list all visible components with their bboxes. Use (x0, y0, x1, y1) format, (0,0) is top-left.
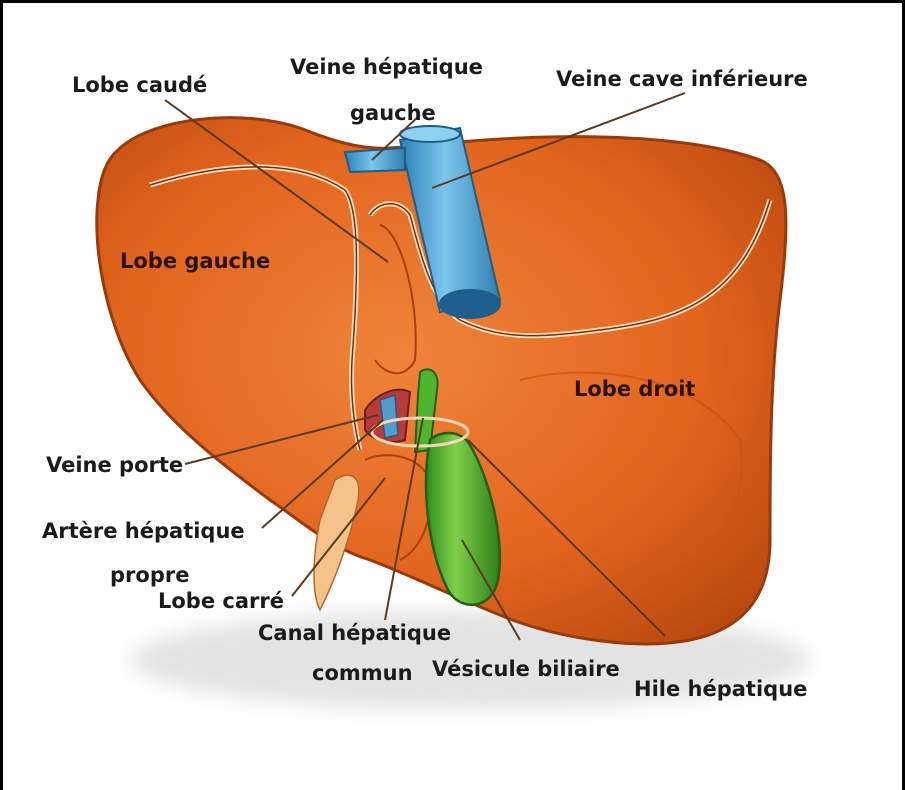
label-veine-porte: Veine porte (46, 452, 183, 478)
label-canal-line2: commun (312, 660, 413, 686)
ivc-opening (440, 290, 500, 318)
label-lobe-carre: Lobe carré (158, 588, 284, 614)
label-artere-line1: Artère hépatique (42, 518, 245, 544)
left-hepatic-vein (345, 148, 405, 172)
label-hile: Hile hépatique (634, 676, 807, 702)
label-veine-hepatique-gauche-line1: Veine hépatique (290, 54, 483, 80)
label-veine-hepatique-gauche-line2: gauche (350, 100, 436, 126)
label-artere-line2: propre (110, 562, 189, 588)
label-lobe-caude: Lobe caudé (72, 72, 207, 98)
label-vesicule: Vésicule biliaire (432, 656, 620, 682)
label-veine-cave: Veine cave inférieure (556, 66, 808, 92)
label-lobe-droit: Lobe droit (574, 376, 695, 402)
label-canal-line1: Canal hépatique (258, 620, 451, 646)
label-lobe-gauche: Lobe gauche (120, 248, 270, 274)
ivc-top (400, 126, 460, 142)
